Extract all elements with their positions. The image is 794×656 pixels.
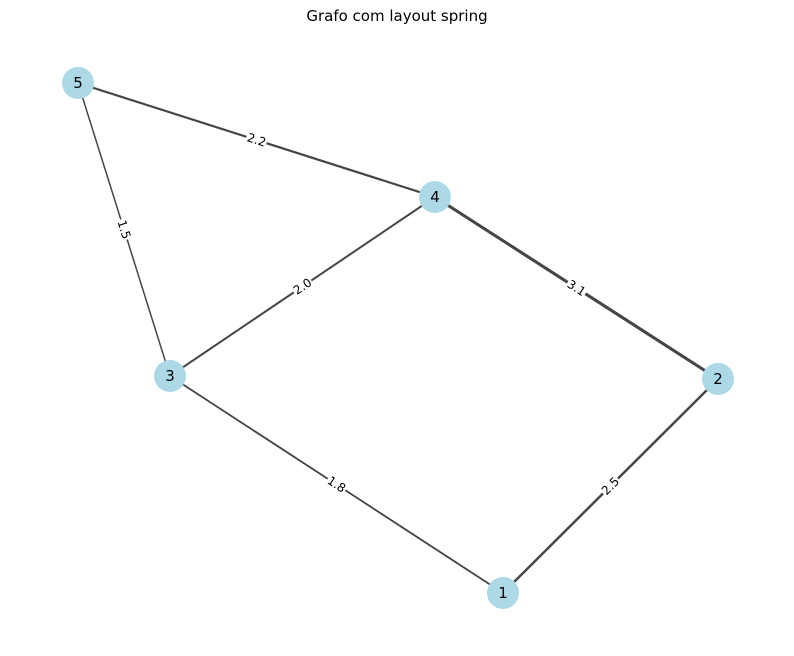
edge-weight-label: 2.0 (291, 275, 315, 297)
node-label: 5 (73, 74, 83, 92)
edges-layer (77, 81, 719, 594)
node-2 (702, 363, 734, 395)
edge-label-background (563, 276, 590, 300)
node-3 (154, 360, 186, 392)
edge-label-group: 2.2 (244, 130, 269, 150)
edge-weight-label: 1.8 (325, 473, 349, 495)
edge-label-background (244, 130, 269, 150)
edge-label-group: 3.1 (563, 276, 590, 300)
edge-label-group: 1.8 (323, 472, 350, 497)
node-4 (419, 181, 451, 213)
edge-label-background (114, 217, 134, 242)
edge-label-group: 1.5 (114, 217, 134, 242)
graph-title: Grafo com layout spring (306, 7, 488, 25)
node-label: 1 (498, 584, 508, 602)
node-1 (487, 577, 519, 609)
edge-label-group: 2.0 (289, 274, 316, 299)
edge-weight-label: 3.1 (565, 277, 589, 299)
node-label: 3 (165, 367, 175, 385)
edge-label-background (598, 473, 623, 499)
node-5 (62, 67, 94, 99)
node-label: 2 (713, 370, 723, 388)
node-label: 4 (430, 188, 440, 206)
edge-label-background (289, 274, 316, 299)
edge-weight-label: 2.2 (245, 130, 267, 149)
nodes-layer: 1 2 3 4 5 (62, 67, 734, 609)
edge-weight-label: 1.5 (114, 218, 133, 240)
edge-label-background (323, 472, 350, 497)
